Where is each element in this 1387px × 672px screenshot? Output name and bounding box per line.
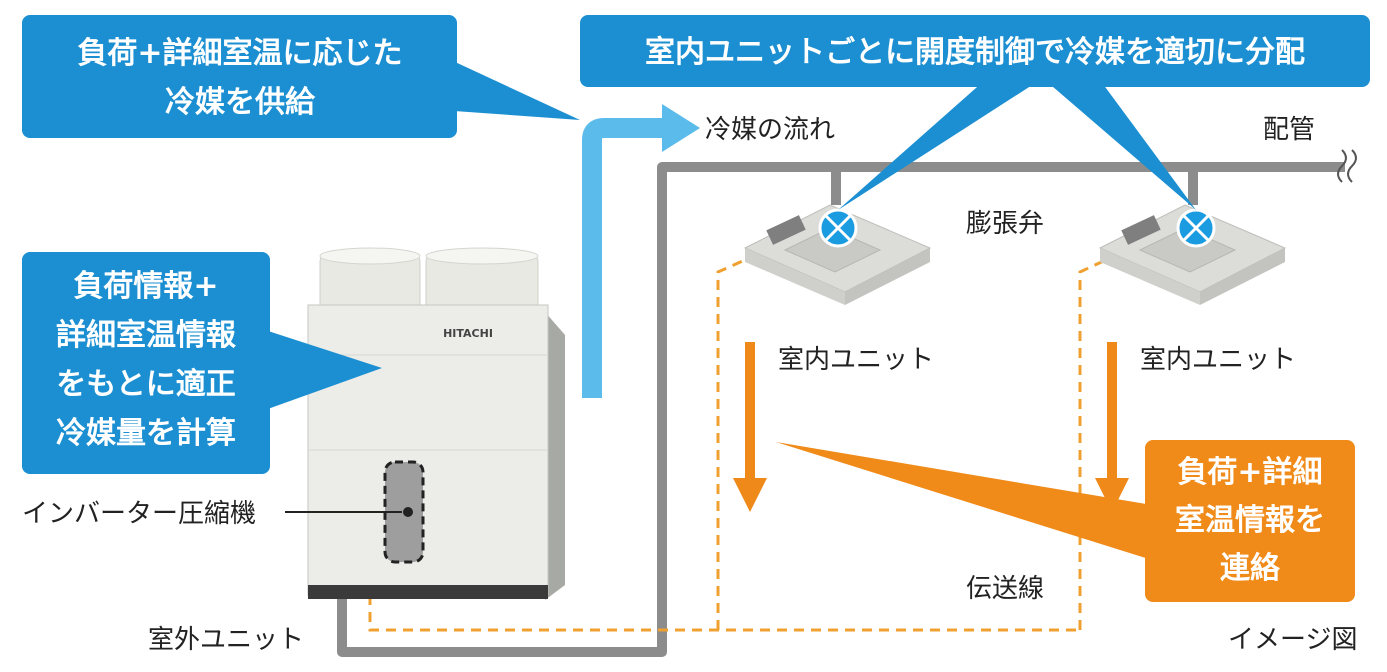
expansion-valve-label: 膨張弁 [966, 209, 1044, 239]
callout-line: 冷媒量を計算 [56, 416, 236, 451]
callout-line: 負荷+詳細室温に応じた [77, 36, 402, 71]
flow-arrow-icon [582, 104, 700, 398]
valve-icon [1176, 208, 1216, 248]
callout-line: 室温情報を [1175, 503, 1325, 538]
callout-communication: 負荷+詳細 室温情報を 連絡 [776, 440, 1355, 602]
callout-line: をもとに適正 [56, 367, 235, 402]
inverter-compressor-label: インバーター圧縮機 [22, 499, 256, 529]
callout-distribution: 室内ユニットごとに開度制御で冷媒を適切に分配 [580, 15, 1370, 210]
indoor-unit-1 [743, 204, 932, 305]
callout-line: 詳細室温情報 [56, 318, 237, 353]
refrigerant-flow-label: 冷媒の流れ [705, 115, 835, 145]
callout-line: 冷媒を供給 [165, 85, 316, 120]
piping-label: 配管 [1263, 115, 1315, 145]
outdoor-unit-label: 室外ユニット [148, 625, 304, 655]
valve-icon [818, 208, 858, 248]
indoor-unit-2 [1098, 204, 1287, 305]
brand-logo: HITACHI [443, 327, 493, 340]
callout-line: 負荷情報+ [73, 269, 218, 304]
airflow-arrow-1 [733, 342, 767, 512]
callout-refrigerant-supply: 負荷+詳細室温に応じた 冷媒を供給 [22, 15, 580, 138]
pipe-break-icon [1337, 149, 1357, 183]
outdoor-unit: HITACHI [285, 247, 565, 600]
indoor-unit-label: 室内ユニット [778, 345, 934, 375]
transmission-line-label: 伝送線 [966, 574, 1044, 604]
callout-line: 連絡 [1220, 551, 1281, 586]
callout-line: 室内ユニットごとに開度制御で冷媒を適切に分配 [645, 35, 1305, 70]
image-note-label: イメージ図 [1228, 625, 1357, 655]
airflow-arrow-2 [1095, 342, 1129, 512]
indoor-unit-label: 室内ユニット [1140, 345, 1296, 375]
callout-line: 負荷+詳細 [1177, 455, 1322, 490]
callout-calculation: 負荷情報+ 詳細室温情報 をもとに適正 冷媒量を計算 [22, 252, 382, 474]
